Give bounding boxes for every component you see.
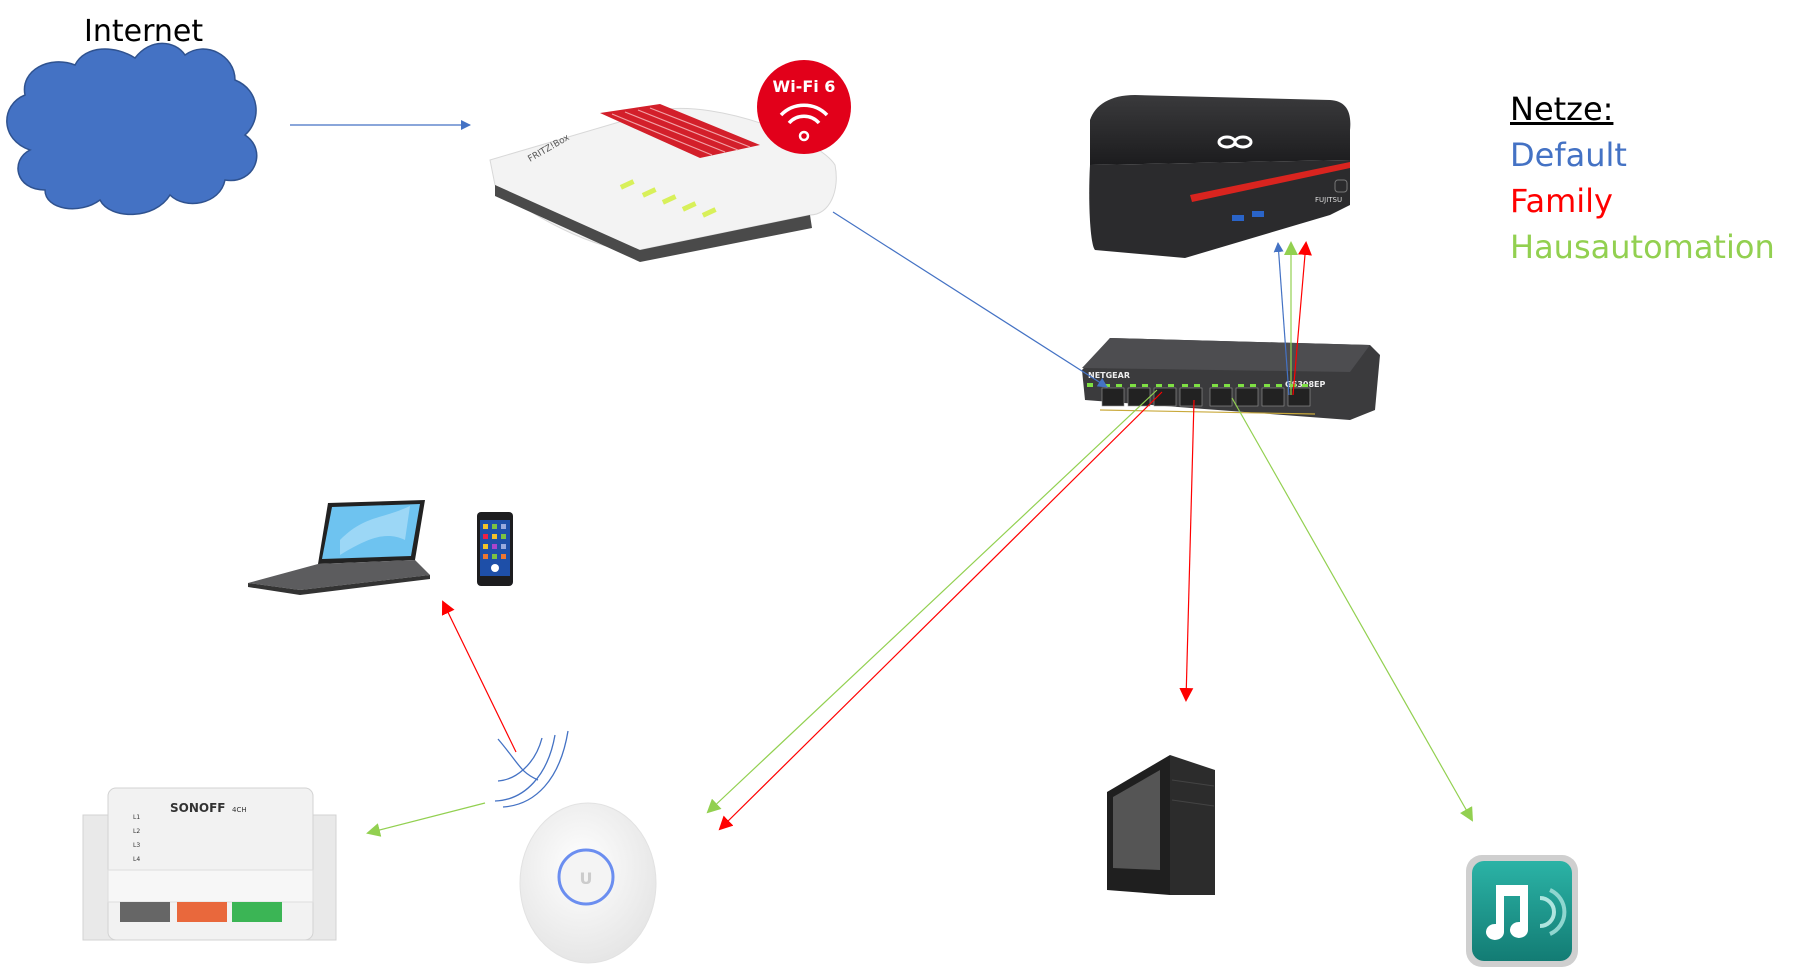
connection-ap-sonoff-hausautomation xyxy=(366,802,486,837)
internet-title: Internet xyxy=(84,14,204,49)
connection-ap-laptop-family xyxy=(441,600,517,753)
sonoff-model-text: 4CH xyxy=(232,806,247,814)
router-icon: FRITZ!Box xyxy=(489,104,837,262)
fujitsu-logo-icon xyxy=(1217,135,1253,149)
mini-pc-brand-text: FUJITSU xyxy=(1315,196,1342,204)
access-point-icon: U xyxy=(519,802,657,964)
laptop-icon xyxy=(248,500,430,595)
connection-router-switch xyxy=(832,211,1108,388)
sonoff-relay-icon: SONOFF 4CH L1 L2 L3 L4 xyxy=(82,787,337,941)
connection-switch-ap-family xyxy=(718,391,1163,831)
network-switch-icon: NETGEAR GS308EP xyxy=(1082,338,1380,420)
sonoff-brand-text: SONOFF xyxy=(170,801,225,815)
music-streaming-app-icon xyxy=(1466,855,1578,967)
switch-brand-text: NETGEAR xyxy=(1088,371,1130,380)
wifi6-badge-label: Wi-Fi 6 xyxy=(773,77,836,96)
legend-item-family: Family xyxy=(1510,182,1613,220)
ap-logo-text: U xyxy=(580,869,593,888)
switch-model-text: GS308EP xyxy=(1285,380,1325,389)
router-brand-text: FRITZ!Box xyxy=(527,133,572,165)
connection-switch-minipc-default xyxy=(1273,242,1290,396)
legend-heading: Netze: xyxy=(1510,90,1614,128)
svg-text:L2: L2 xyxy=(133,828,140,835)
legend: Netze: Default Family Hausautomation xyxy=(1510,86,1775,270)
wifi6-badge-icon: Wi-Fi 6 xyxy=(757,60,851,154)
mini-pc-icon: FUJITSU xyxy=(1089,95,1351,258)
legend-item-hausautomation: Hausautomation xyxy=(1510,228,1775,266)
wireless-signal-icon xyxy=(494,730,569,808)
svg-text:L1: L1 xyxy=(133,814,140,821)
legend-item-default: Default xyxy=(1510,136,1627,174)
connection-switch-minipc-family xyxy=(1292,241,1312,396)
connection-switch-ap-hausautomation xyxy=(706,389,1158,814)
svg-text:L3: L3 xyxy=(133,842,140,849)
internet-cloud-icon xyxy=(6,42,258,216)
smartphone-icon xyxy=(477,512,513,586)
connection-switch-desktop-family xyxy=(1179,399,1195,702)
connection-switch-music-hausautomation xyxy=(1231,397,1473,822)
svg-text:L4: L4 xyxy=(133,856,140,863)
desktop-pc-icon xyxy=(1107,755,1215,895)
